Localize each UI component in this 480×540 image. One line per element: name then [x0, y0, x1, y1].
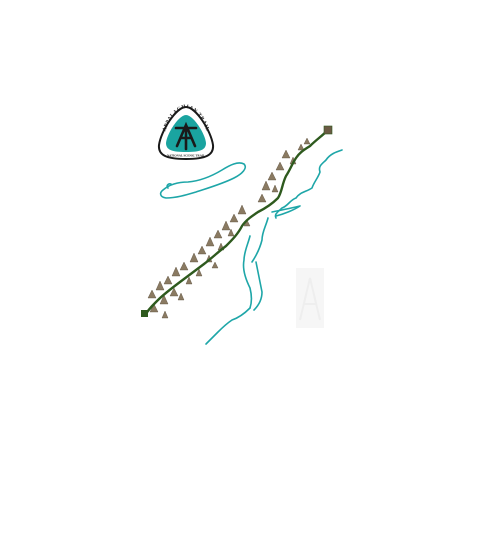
hudson-coast — [251, 217, 269, 263]
logo-bottom-text: NATIONAL SCENIC TRAIL — [167, 154, 205, 158]
mountain-icon — [189, 252, 199, 263]
mountain-icon — [213, 229, 223, 239]
at-watermark-icon — [296, 268, 324, 328]
trail-endpoint-north — [323, 125, 333, 135]
mountain-icon — [261, 180, 271, 191]
new-england-coast — [274, 149, 343, 219]
mountain-icon — [205, 236, 215, 247]
mountain-icon — [179, 261, 189, 271]
mountain-icon — [221, 220, 231, 231]
long-island — [271, 205, 301, 217]
at-logo-icon: APPALACHIAN TRAIL NATIONAL SCENIC TRAIL — [157, 104, 215, 161]
mountain-icon — [303, 137, 311, 145]
trail-endpoint-south — [141, 310, 148, 317]
mountain-icon — [177, 292, 185, 301]
mountain-icon — [267, 171, 277, 181]
mountain-icon — [275, 161, 285, 171]
mountain-icon — [155, 280, 165, 291]
lake-ontario — [159, 162, 247, 199]
mountain-icon — [169, 287, 179, 297]
mountain-icon — [237, 204, 247, 215]
mountain-icon — [281, 149, 291, 159]
mountain-icon — [195, 268, 203, 277]
southeast-coast — [205, 307, 251, 345]
at-letters — [174, 121, 198, 151]
trail-line — [144, 128, 330, 316]
mountains — [147, 137, 311, 319]
mountain-icon — [211, 261, 219, 269]
lake-inlet — [166, 183, 172, 189]
coastline — [159, 149, 343, 345]
delmarva — [253, 261, 263, 311]
trail-path — [144, 128, 330, 316]
mountain-icon — [159, 294, 169, 305]
mountain-icon — [171, 266, 181, 277]
mountain-icon — [197, 245, 207, 255]
mountain-icon — [271, 184, 279, 193]
mountain-icon — [297, 143, 305, 151]
mountain-icon — [161, 310, 169, 319]
mountain-icon — [227, 228, 235, 237]
mountain-icon — [229, 213, 239, 223]
mountain-icon — [163, 275, 173, 285]
chesapeake-bay — [242, 235, 253, 309]
mountain-icon — [185, 276, 193, 285]
mountain-icon — [257, 193, 267, 203]
mountain-icon — [147, 289, 157, 299]
